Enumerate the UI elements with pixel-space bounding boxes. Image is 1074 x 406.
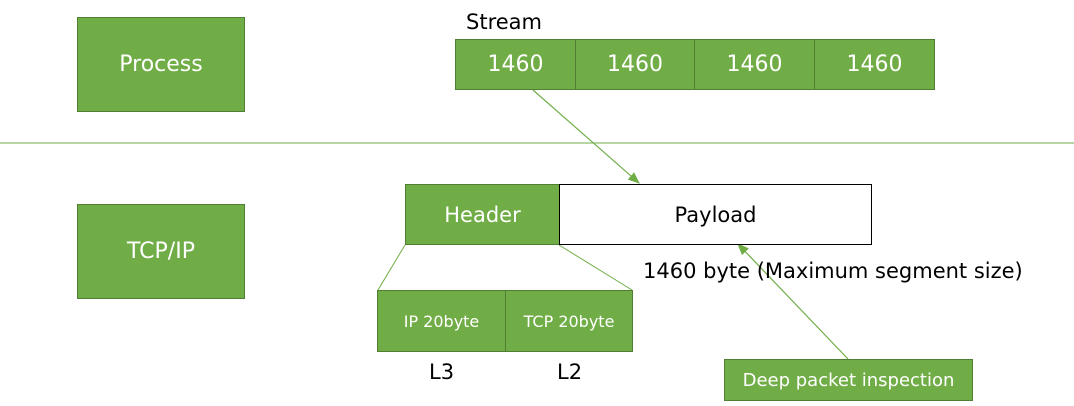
process-layer-label: Process xyxy=(119,52,203,77)
ip-layer-label: L3 xyxy=(429,360,455,384)
stream-segment-4-label: 1460 xyxy=(846,52,903,77)
stream-segment-2-label: 1460 xyxy=(607,52,663,77)
ip-header-box: IP 20byte xyxy=(377,290,506,352)
tcp-header-label: TCP 20byte xyxy=(523,311,615,331)
tcpip-layer-label: TCP/IP xyxy=(127,239,195,264)
stream-segment-2: 1460 xyxy=(575,39,695,90)
payload-size-label: 1460 byte (Maximum segment size) xyxy=(643,259,1023,283)
header-right-expand-line xyxy=(558,244,633,291)
payload-box: Payload xyxy=(559,184,872,245)
header-box: Header xyxy=(405,184,560,245)
stream-segment-3-label: 1460 xyxy=(726,52,783,77)
stream-segment-1-label: 1460 xyxy=(487,52,544,77)
dpi-to-payload-arrow xyxy=(737,243,849,360)
stream-segment-3: 1460 xyxy=(694,39,815,90)
tcp-header-box: TCP 20byte xyxy=(505,290,633,352)
stream-to-payload-arrow xyxy=(532,89,640,184)
header-left-expand-line xyxy=(377,244,406,291)
ip-header-label: IP 20byte xyxy=(403,311,480,331)
tcp-layer-label: L2 xyxy=(557,360,583,384)
header-label: Header xyxy=(444,202,521,227)
tcpip-layer-box: TCP/IP xyxy=(77,204,245,299)
dpi-label: Deep packet inspection xyxy=(742,369,955,391)
stream-segment-1: 1460 xyxy=(455,39,576,90)
dpi-box: Deep packet inspection xyxy=(724,359,973,401)
payload-label: Payload xyxy=(674,202,757,227)
process-layer-box: Process xyxy=(77,17,245,112)
stream-segment-4: 1460 xyxy=(814,39,935,90)
stream-title: Stream xyxy=(466,10,542,34)
